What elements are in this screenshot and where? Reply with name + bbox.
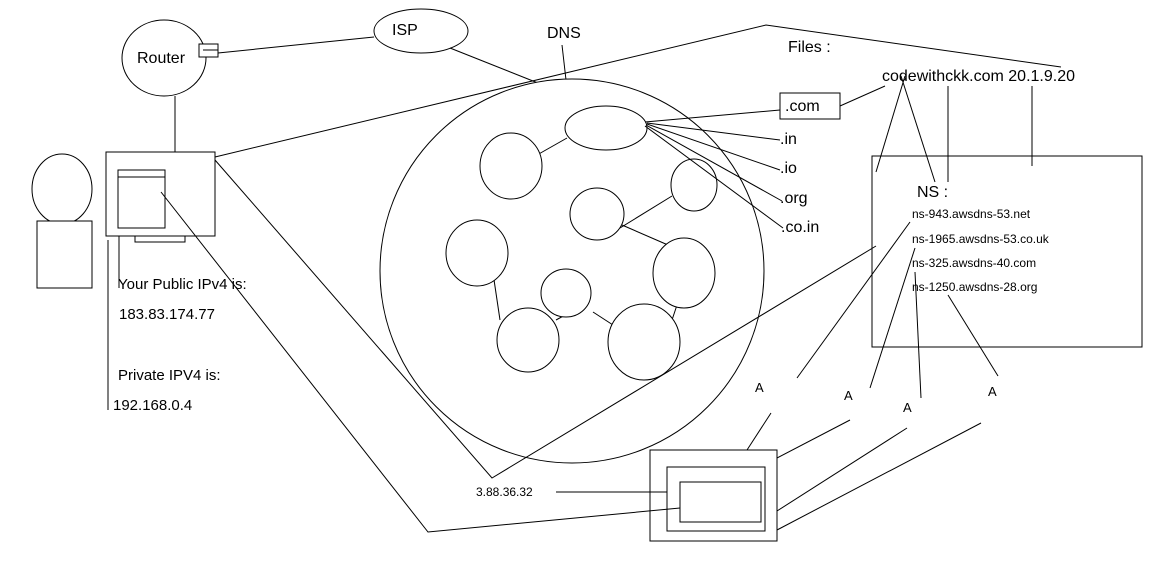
computer-window (117, 169, 166, 229)
ns-record: ns-943.awsdns-53.net (912, 207, 1031, 221)
a-record-label: A (903, 400, 912, 415)
ns-record: ns-1250.awsdns-28.org (912, 280, 1037, 294)
window-to-server-link (160, 191, 681, 533)
computer-to-domain-link (214, 24, 1062, 158)
router-label: Router (137, 50, 186, 67)
private-ip-label: Private IPV4 is: (118, 367, 221, 384)
computer-to-ns-link (214, 159, 877, 479)
isp-node (373, 8, 469, 54)
a-record-label: A (988, 384, 997, 399)
ns-record: ns-1965.awsdns-53.co.uk (912, 232, 1050, 246)
isp-to-dns-link (449, 47, 544, 86)
files-label: Files : (788, 39, 831, 56)
router-to-isp-link (217, 36, 375, 54)
tld-io-label: .io (780, 160, 797, 177)
dns-node (445, 219, 509, 287)
tld-in-label: .in (780, 131, 797, 148)
server-inner-box (679, 481, 762, 523)
dns-pointer (561, 44, 567, 81)
computer-stand (134, 235, 186, 243)
tld-coin-label: .co.in (781, 219, 819, 236)
isp-label: ISP (392, 22, 418, 39)
tld-com-box (779, 92, 841, 120)
private-ip-value: 192.168.0.4 (113, 397, 192, 414)
tld-org-label: .org (780, 190, 808, 207)
ns-record: ns-325.awsdns-40.com (912, 256, 1036, 270)
server-ip-label: 3.88.36.32 (476, 485, 533, 499)
dns-root-node (564, 105, 648, 151)
user-body (36, 220, 93, 289)
ns-heading: NS : (917, 184, 948, 201)
dns-node (670, 158, 718, 212)
a-record-label: A (844, 388, 853, 403)
ns-file-box (871, 155, 1143, 348)
domain-record-label: codewithckk.com 20.1.9.20 (882, 68, 1075, 85)
user-head (31, 153, 93, 225)
dns-node (479, 132, 543, 200)
public-ip-label: Your Public IPv4 is: (118, 276, 247, 293)
public-ip-value: 183.83.174.77 (119, 306, 215, 323)
a-record-label: A (755, 380, 764, 395)
dns-label: DNS (547, 25, 581, 42)
dns-node (652, 237, 716, 309)
com-to-domain-link (839, 85, 886, 107)
router-node (121, 19, 207, 97)
tld-com-label: .com (785, 98, 820, 115)
dns-node (569, 187, 625, 241)
dns-node (496, 307, 560, 373)
dns-node (607, 303, 681, 381)
dns-node (540, 268, 592, 318)
